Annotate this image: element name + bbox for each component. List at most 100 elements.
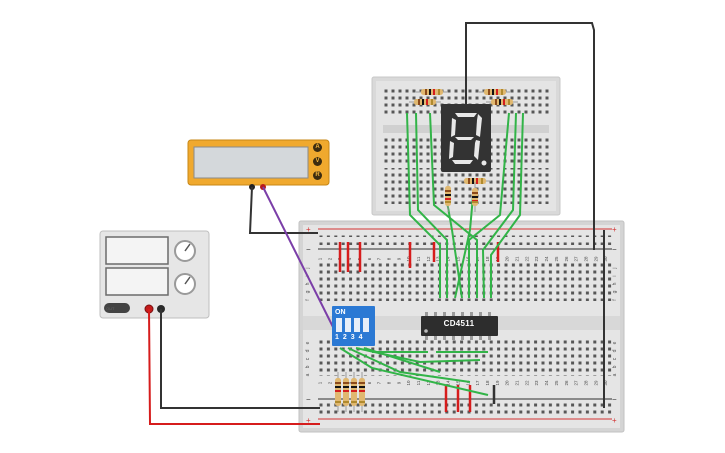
row-letter: h — [305, 282, 311, 285]
column-number: 13 — [436, 256, 441, 262]
column-number: 20 — [505, 256, 510, 262]
column-number: 18 — [485, 256, 490, 262]
row-letter: i — [612, 275, 618, 276]
dip-switch[interactable] — [332, 306, 375, 346]
resistor-icon[interactable] — [416, 89, 448, 95]
multimeter[interactable] — [187, 139, 330, 190]
row-letter: e — [305, 341, 311, 344]
resistor-icon[interactable] — [335, 372, 341, 412]
column-number: 8 — [386, 257, 391, 260]
output-button[interactable] — [104, 303, 130, 313]
column-number: 6 — [367, 257, 372, 260]
row-letter: a — [612, 373, 618, 376]
column-number: 1 — [318, 257, 323, 260]
column-number: 2 — [327, 381, 332, 384]
svg-text:−: − — [612, 245, 617, 254]
column-number: 22 — [524, 256, 529, 262]
column-number: 20 — [505, 380, 510, 386]
column-number: 17 — [475, 380, 480, 386]
column-number: 19 — [495, 380, 500, 386]
column-number: 14 — [446, 380, 451, 386]
column-number: 2 — [327, 257, 332, 260]
column-number: 15 — [455, 256, 460, 262]
dip-switch-4[interactable] — [363, 318, 369, 332]
dip-switch-1[interactable] — [336, 318, 342, 332]
column-number: 11 — [416, 256, 421, 261]
column-number: 28 — [583, 380, 588, 386]
row-letter: d — [305, 349, 311, 352]
column-number: 14 — [446, 256, 451, 262]
resistor-icon[interactable] — [343, 372, 349, 412]
ic-chip[interactable] — [421, 312, 498, 340]
column-number: 23 — [534, 380, 539, 386]
wires[interactable] — [148, 22, 605, 425]
column-number: 10 — [406, 380, 411, 386]
row-letter: b — [612, 365, 618, 368]
column-number: 27 — [574, 380, 579, 386]
column-number: 18 — [485, 380, 490, 386]
row-letter: j — [305, 267, 311, 269]
column-number: 8 — [386, 381, 391, 384]
resistor-icon[interactable] — [409, 99, 441, 105]
svg-text:+: + — [612, 416, 617, 425]
column-number: 12 — [426, 256, 431, 262]
rail-jumpers[interactable] — [338, 242, 500, 412]
svg-text:−: − — [612, 395, 617, 404]
resistor-icon[interactable] — [486, 99, 518, 105]
column-number: 12 — [426, 380, 431, 386]
column-number: 4 — [347, 257, 352, 260]
column-number: 9 — [396, 381, 401, 384]
column-number: 26 — [564, 380, 569, 386]
svg-text:−: − — [306, 395, 311, 404]
column-number: 16 — [465, 380, 470, 386]
column-number: 4 — [347, 381, 352, 384]
row-letter: d — [612, 349, 618, 352]
dip-switch-3[interactable] — [354, 318, 360, 332]
column-numbers-bottom: 1234567891011121314151617181920212223242… — [318, 380, 609, 386]
resistor-icon[interactable] — [359, 372, 365, 412]
resistor-icon[interactable] — [445, 180, 451, 212]
row-letter: f — [305, 299, 311, 301]
column-number: 28 — [583, 256, 588, 262]
column-number: 9 — [396, 257, 401, 260]
resistor-icon[interactable] — [351, 372, 357, 412]
column-number: 25 — [554, 380, 559, 386]
seven-segment-display[interactable] — [441, 104, 491, 172]
column-number: 27 — [574, 256, 579, 262]
column-number: 16 — [465, 256, 470, 262]
column-number: 29 — [593, 256, 598, 262]
power-supply[interactable] — [99, 230, 210, 319]
column-number: 22 — [524, 380, 529, 386]
resistor-icon[interactable] — [459, 178, 491, 184]
display-resistors[interactable] — [409, 89, 518, 212]
seven-segment-digit — [449, 113, 487, 166]
dip-switch-2[interactable] — [345, 318, 351, 332]
multimeter-screen — [193, 146, 309, 179]
column-number: 6 — [367, 381, 372, 384]
column-number: 29 — [593, 380, 598, 386]
row-letter: c — [612, 357, 618, 360]
column-number: 10 — [406, 256, 411, 262]
row-letter: h — [612, 282, 618, 285]
resistor-icon[interactable] — [472, 182, 478, 212]
svg-text:+: + — [306, 416, 311, 425]
row-letter: f — [612, 299, 618, 301]
column-number: 24 — [544, 256, 549, 262]
row-letter: c — [305, 357, 311, 360]
column-number: 26 — [564, 256, 569, 262]
resistor-icon[interactable] — [479, 89, 511, 95]
column-number: 30 — [603, 256, 608, 262]
row-letter: e — [612, 341, 618, 344]
input-resistors[interactable] — [335, 372, 365, 412]
column-number: 21 — [515, 256, 520, 262]
column-number: 15 — [455, 380, 460, 386]
svg-text:+: + — [612, 225, 617, 234]
column-number: 11 — [416, 380, 421, 385]
column-number: 23 — [534, 256, 539, 262]
row-letter: a — [305, 373, 311, 376]
column-number: 30 — [603, 380, 608, 386]
ps-display-current — [105, 267, 169, 296]
svg-text:+: + — [306, 225, 311, 234]
